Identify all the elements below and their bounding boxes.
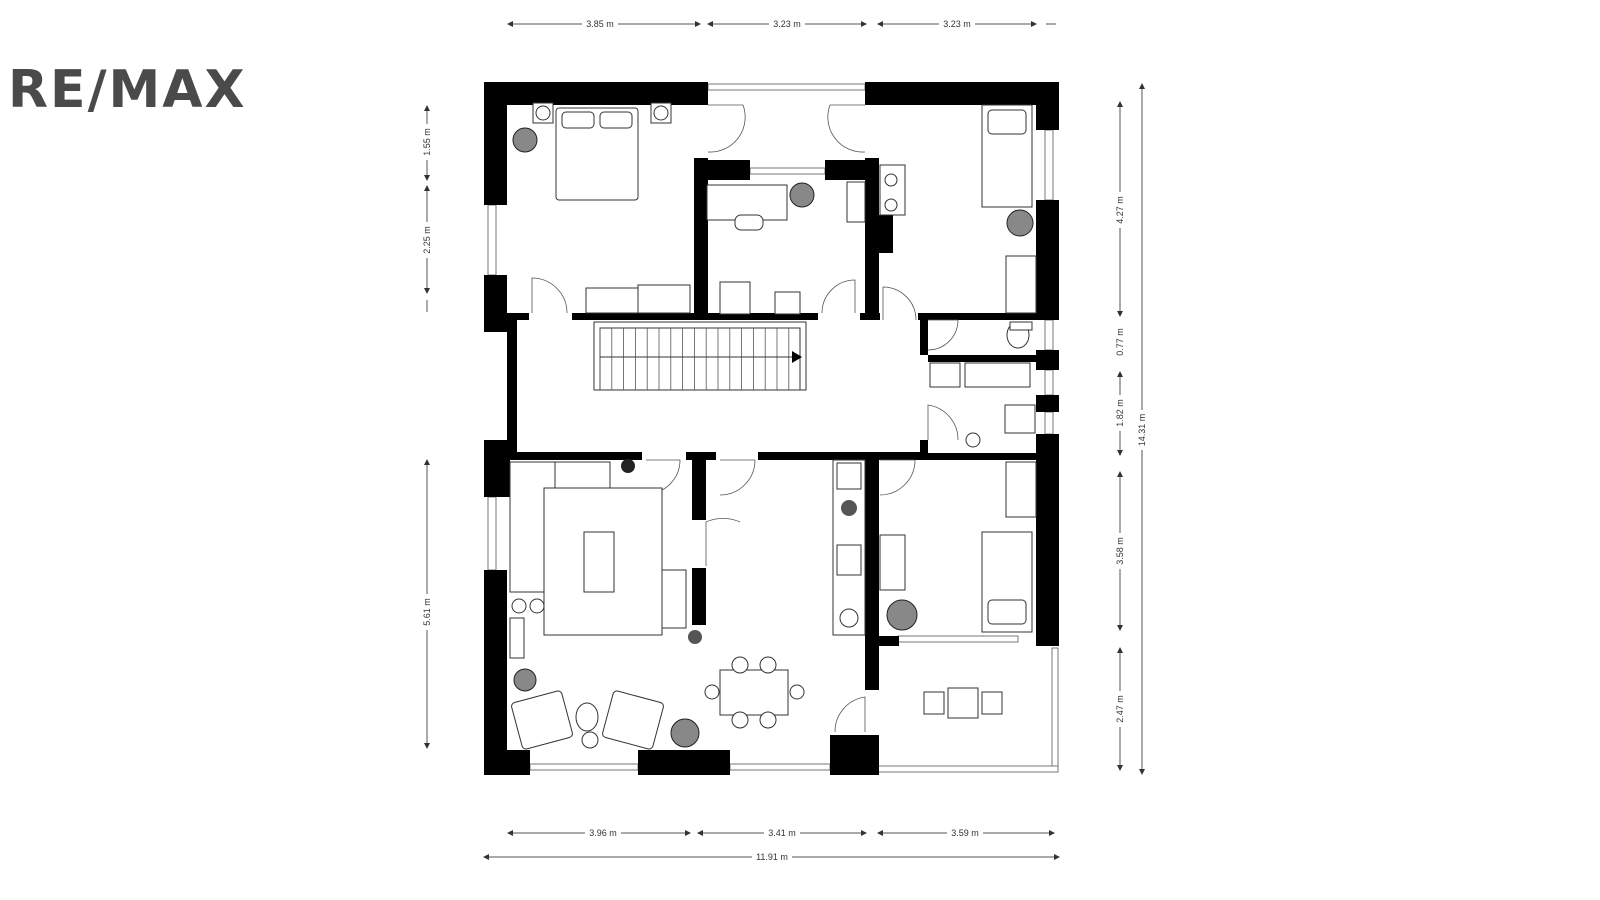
office-chair [734,214,764,231]
staircase [593,321,807,391]
dimension-labels: 3.85 m 3.23 m 3.23 m 3.96 m 3.41 m 3.59 … [420,17,1148,863]
printer [719,281,751,315]
dim-right-4: 3.58 m [1115,537,1125,565]
dim-top-3: 3.23 m [943,19,971,29]
walls [484,82,1059,775]
dim-left-1: 1.55 m [422,128,432,156]
balcony-table [947,687,979,719]
dim-bottom-3: 3.59 m [951,828,979,838]
coffee-table [583,531,615,593]
dim-bottom-2: 3.41 m [768,828,796,838]
dim-left-2: 2.25 m [422,226,432,254]
dim-right-1: 4.27 m [1115,196,1125,224]
dim-total-width: 11.91 m [756,852,788,862]
furniture [509,102,1037,750]
dim-bottom-1: 3.96 m [589,828,617,838]
armchair [602,690,664,750]
dim-top-2: 3.23 m [773,19,801,29]
dim-total-height: 14.31 m [1137,414,1147,447]
plant [512,127,538,153]
double-bed [555,107,639,201]
armchair [511,690,573,750]
dim-top-1: 3.85 m [586,19,614,29]
dining-table [719,669,789,716]
dim-left-3: 5.61 m [422,598,432,626]
dim-right-2: 0.77 m [1115,328,1125,356]
dim-right-3: 1.82 m [1115,399,1125,427]
doors [531,104,959,733]
windows [487,83,1059,773]
dim-right-5: 2.47 m [1115,695,1125,723]
remax-logo: RE/MAX [8,60,247,120]
